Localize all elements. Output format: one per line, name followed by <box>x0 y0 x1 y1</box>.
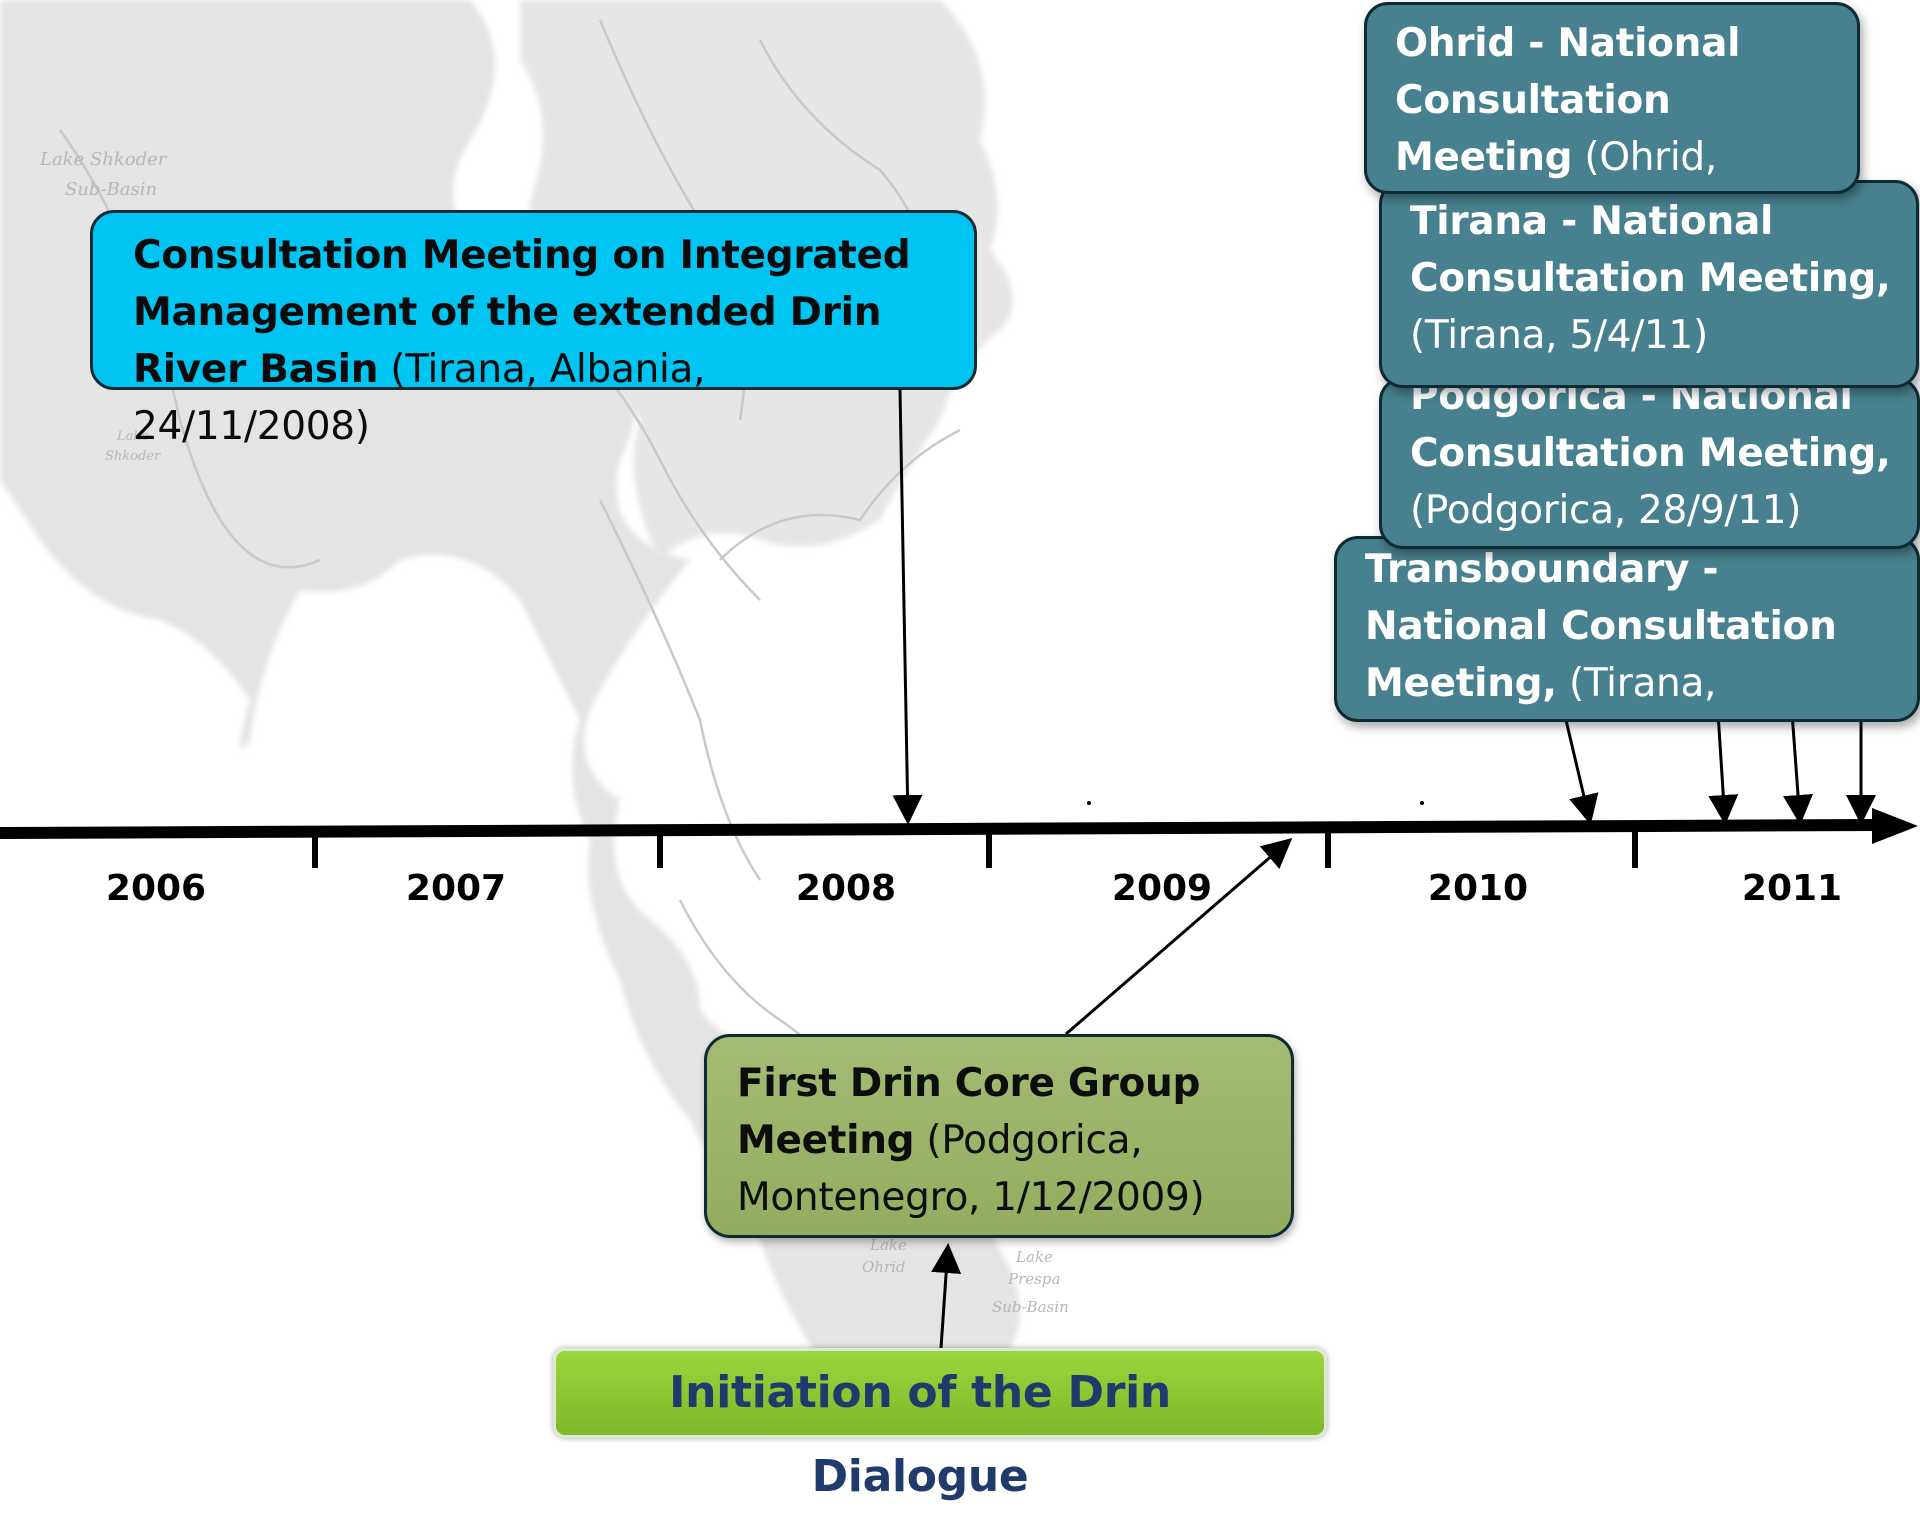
event-podgorica-detail: (Podgorica, 28/9/11) <box>1410 488 1802 533</box>
event-tirana-detail: (Tirana, 5/4/11) <box>1410 313 1708 358</box>
year-label-2008: 2008 <box>795 868 897 909</box>
axis-speck <box>1420 801 1424 805</box>
event-core-group-title: First Drin Core Group Meeting <box>737 1061 1201 1163</box>
event-tirana-box: Tirana - National Consultation Meeting, … <box>1379 180 1919 388</box>
map-label-lake-shkoder-1: Lake <box>116 429 149 444</box>
map-label-lake-ohrid-1: Lake <box>869 1236 907 1254</box>
event-podgorica-title: Podgorica - National Consultation Meetin… <box>1410 377 1891 476</box>
event-ohrid-title: Ohrid - National Consultation Meeting <box>1395 21 1741 180</box>
map-text: Lake Shkoder Sub-Basin Lake Shkoder Lake… <box>39 149 1069 1316</box>
arrow-initiation <box>931 1243 962 1349</box>
year-label-2006: 2006 <box>105 868 207 909</box>
initiation-box: Initiation of the Drin Dialogue <box>553 1348 1327 1502</box>
year-label-2009: 2009 <box>1111 868 1213 909</box>
event-drin-basin-detail: (Tirana, Albania, 24/11/2008) <box>133 347 706 449</box>
event-tirana-title: Tirana - National Consultation Meeting, <box>1410 199 1891 301</box>
map-label-lake-shkoder-2: Shkoder <box>105 449 161 464</box>
map-label-lake-ohrid-2: Ohrid <box>862 1258 906 1276</box>
map-label-prespa-1: Lake <box>1015 1248 1053 1266</box>
arrow-core-group <box>1065 838 1293 1036</box>
initiation-label: Initiation of the Drin Dialogue <box>669 1367 1171 1502</box>
event-core-group-box: First Drin Core Group Meeting (Podgorica… <box>704 1034 1294 1238</box>
year-label-2007: 2007 <box>405 868 507 909</box>
map-label-prespa-2: Prespa <box>1007 1270 1060 1288</box>
year-ticks <box>312 826 1638 868</box>
event-ohrid-box: Ohrid - National Consultation Meeting (O… <box>1364 2 1860 194</box>
map-label-shkoder-basin-2: Sub-Basin <box>65 179 157 200</box>
year-label-2010: 2010 <box>1427 868 1529 909</box>
map-label-prespa-3: Sub-Basin <box>992 1298 1069 1316</box>
arrow-drin-basin <box>892 389 923 825</box>
axis-specks <box>1087 801 1424 805</box>
event-transboundary-box: Transboundary - National Consultation Me… <box>1334 536 1920 722</box>
year-label-2011: 2011 <box>1741 868 1843 909</box>
event-core-group-detail: (Podgorica, Montenegro, 1/12/2009) <box>737 1118 1205 1220</box>
axis-speck <box>1087 801 1091 805</box>
event-podgorica-box: Podgorica - National Consultation Meetin… <box>1379 377 1920 549</box>
event-transboundary-title: Transboundary - National Consultation Me… <box>1365 547 1837 706</box>
map-label-shkoder-basin-1: Lake Shkoder <box>39 149 168 170</box>
event-drin-basin-box: Consultation Meeting on Integrated Manag… <box>90 210 977 449</box>
event-drin-basin-title: Consultation Meeting on Integrated Manag… <box>133 233 911 392</box>
event-ohrid-detail: (Ohrid, 2/11/10) <box>1584 135 1717 180</box>
timeline-axis <box>0 819 1881 839</box>
event-transboundary-detail: (Tirana, 25/11/11) <box>1365 661 1717 719</box>
timeline-arrowhead <box>1872 808 1918 844</box>
